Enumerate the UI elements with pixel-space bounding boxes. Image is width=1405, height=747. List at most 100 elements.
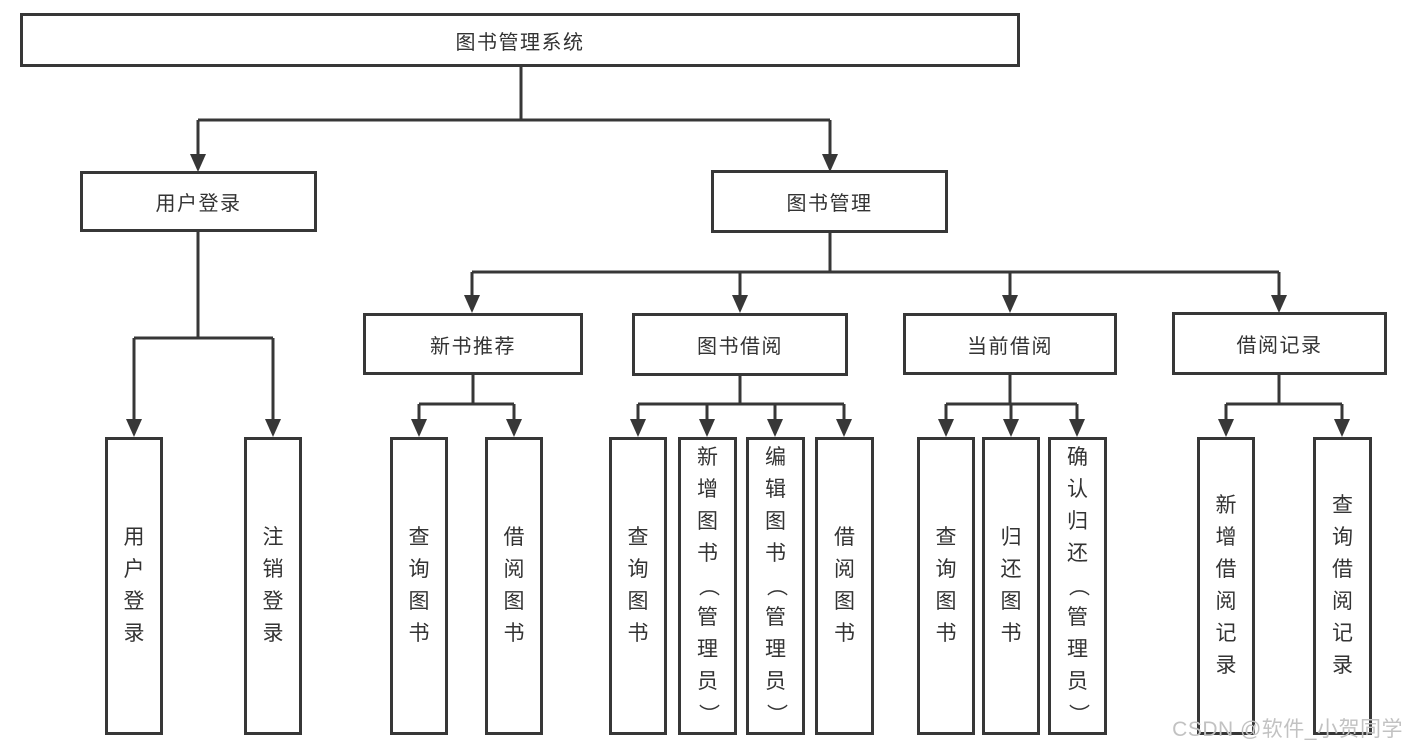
arrow-down-icon xyxy=(767,419,783,437)
leaf-char: （ xyxy=(696,575,720,597)
arrow-down-icon xyxy=(1002,295,1018,313)
leaf-char: 图 xyxy=(408,590,430,613)
leaf-char: 归 xyxy=(1000,526,1022,549)
leaf-char: 图 xyxy=(1000,590,1022,613)
leaf-char: 员 xyxy=(765,670,786,693)
arrow-down-icon xyxy=(190,154,206,172)
leaf-char: 图 xyxy=(503,590,525,613)
leaf-char: （ xyxy=(1066,575,1090,597)
node-label: 图书管理 xyxy=(786,193,873,215)
arrow-down-icon xyxy=(1069,419,1085,437)
node-new-book-recommend: 新书推荐 xyxy=(363,313,583,375)
leaf-char: 还 xyxy=(1067,542,1088,565)
node-library-system: 图书管理系统 xyxy=(20,13,1020,67)
leaf-char: 认 xyxy=(1067,478,1088,501)
node-book-management: 图书管理 xyxy=(711,170,948,233)
leaf-char: 查 xyxy=(627,526,649,549)
connector-segments xyxy=(132,67,1344,421)
arrow-down-icon xyxy=(836,419,852,437)
leaf-char: 新 xyxy=(1215,494,1237,517)
node-leaf-borrow-add-books-admin: 新增图书（管理员） xyxy=(678,437,737,735)
leaf-char: 理 xyxy=(765,638,786,661)
arrow-down-icon xyxy=(822,154,838,172)
leaf-char: 记 xyxy=(1215,622,1237,645)
node-label: 图书管理系统 xyxy=(455,31,585,54)
node-label: 借阅记录 xyxy=(1236,335,1323,357)
node-label: 新书推荐 xyxy=(430,335,516,358)
node-leaf-record-add: 新增借阅记录 xyxy=(1197,437,1255,735)
leaf-char: 借 xyxy=(1215,558,1237,581)
node-label: 当前借阅 xyxy=(967,335,1053,358)
leaf-char: 图 xyxy=(765,510,786,533)
arrowheads xyxy=(126,154,1350,437)
arrow-down-icon xyxy=(464,295,480,313)
arrow-down-icon xyxy=(630,419,646,437)
arrow-down-icon xyxy=(1218,419,1234,437)
arrow-down-icon xyxy=(938,419,954,437)
leaf-char: 理 xyxy=(1067,638,1088,661)
leaf-char: 阅 xyxy=(1332,590,1353,613)
node-leaf-recommend-borrow-books: 借阅图书 xyxy=(485,437,543,735)
arrow-down-icon xyxy=(1334,419,1350,437)
leaf-char: 登 xyxy=(262,590,284,613)
leaf-char: 询 xyxy=(627,558,649,581)
leaf-char: 询 xyxy=(935,558,957,581)
arrow-down-icon xyxy=(265,419,281,437)
leaf-char: 新 xyxy=(697,446,718,469)
leaf-char: 查 xyxy=(1332,494,1353,517)
node-leaf-current-confirm-return-admin: 确认归还（管理员） xyxy=(1048,437,1107,735)
node-current-borrow: 当前借阅 xyxy=(903,313,1117,375)
leaf-char: 增 xyxy=(697,478,718,501)
leaf-char: 户 xyxy=(123,558,145,581)
arrow-down-icon xyxy=(732,295,748,313)
node-leaf-borrow-edit-books-admin: 编辑图书（管理员） xyxy=(746,437,805,735)
arrow-down-icon xyxy=(126,419,142,437)
leaf-char: 询 xyxy=(408,558,430,581)
leaf-char: 图 xyxy=(697,510,718,533)
leaf-char: ） xyxy=(1066,703,1090,725)
leaf-char: 书 xyxy=(503,622,525,645)
leaf-char: 用 xyxy=(123,526,145,549)
leaf-char: 录 xyxy=(262,622,284,645)
leaf-char: 书 xyxy=(408,622,430,645)
node-label: 用户登录 xyxy=(155,193,242,215)
leaf-char: 管 xyxy=(1067,606,1088,629)
leaf-char: （ xyxy=(764,575,788,597)
node-leaf-borrow-query-books: 查询图书 xyxy=(609,437,667,735)
node-user-login: 用户登录 xyxy=(80,171,317,232)
node-leaf-current-return-books: 归还图书 xyxy=(982,437,1040,735)
leaf-char: 销 xyxy=(262,558,284,581)
node-leaf-logout: 注销登录 xyxy=(244,437,302,735)
leaf-char: 管 xyxy=(697,606,718,629)
leaf-char: 增 xyxy=(1215,526,1237,549)
leaf-char: 管 xyxy=(765,606,786,629)
leaf-char: 确 xyxy=(1067,446,1088,469)
leaf-char: 辑 xyxy=(765,478,786,501)
leaf-char: ） xyxy=(764,703,788,725)
leaf-char: 登 xyxy=(123,590,145,613)
leaf-char: 查 xyxy=(408,526,430,549)
arrow-down-icon xyxy=(506,419,522,437)
leaf-char: 归 xyxy=(1067,510,1088,533)
leaf-char: ） xyxy=(696,703,720,725)
leaf-char: 理 xyxy=(697,638,718,661)
arrow-down-icon xyxy=(411,419,427,437)
arrow-down-icon xyxy=(1003,419,1019,437)
leaf-char: 询 xyxy=(1332,526,1353,549)
csdn-watermark: CSDN @软件_小贺同学 xyxy=(1172,718,1403,741)
leaf-char: 还 xyxy=(1000,558,1022,581)
leaf-char: 查 xyxy=(935,526,957,549)
leaf-char: 借 xyxy=(1332,558,1353,581)
node-label: 图书借阅 xyxy=(697,336,783,358)
leaf-char: 录 xyxy=(1215,654,1237,677)
leaf-char: 阅 xyxy=(1215,590,1237,613)
leaf-char: 书 xyxy=(1000,622,1022,645)
node-leaf-current-query-books: 查询图书 xyxy=(917,437,975,735)
node-leaf-recommend-query-books: 查询图书 xyxy=(390,437,448,735)
node-leaf-user-login: 用户登录 xyxy=(105,437,163,735)
leaf-char: 阅 xyxy=(834,558,855,581)
leaf-char: 书 xyxy=(834,622,855,645)
node-borrow-record: 借阅记录 xyxy=(1172,312,1387,375)
leaf-char: 录 xyxy=(123,622,145,645)
